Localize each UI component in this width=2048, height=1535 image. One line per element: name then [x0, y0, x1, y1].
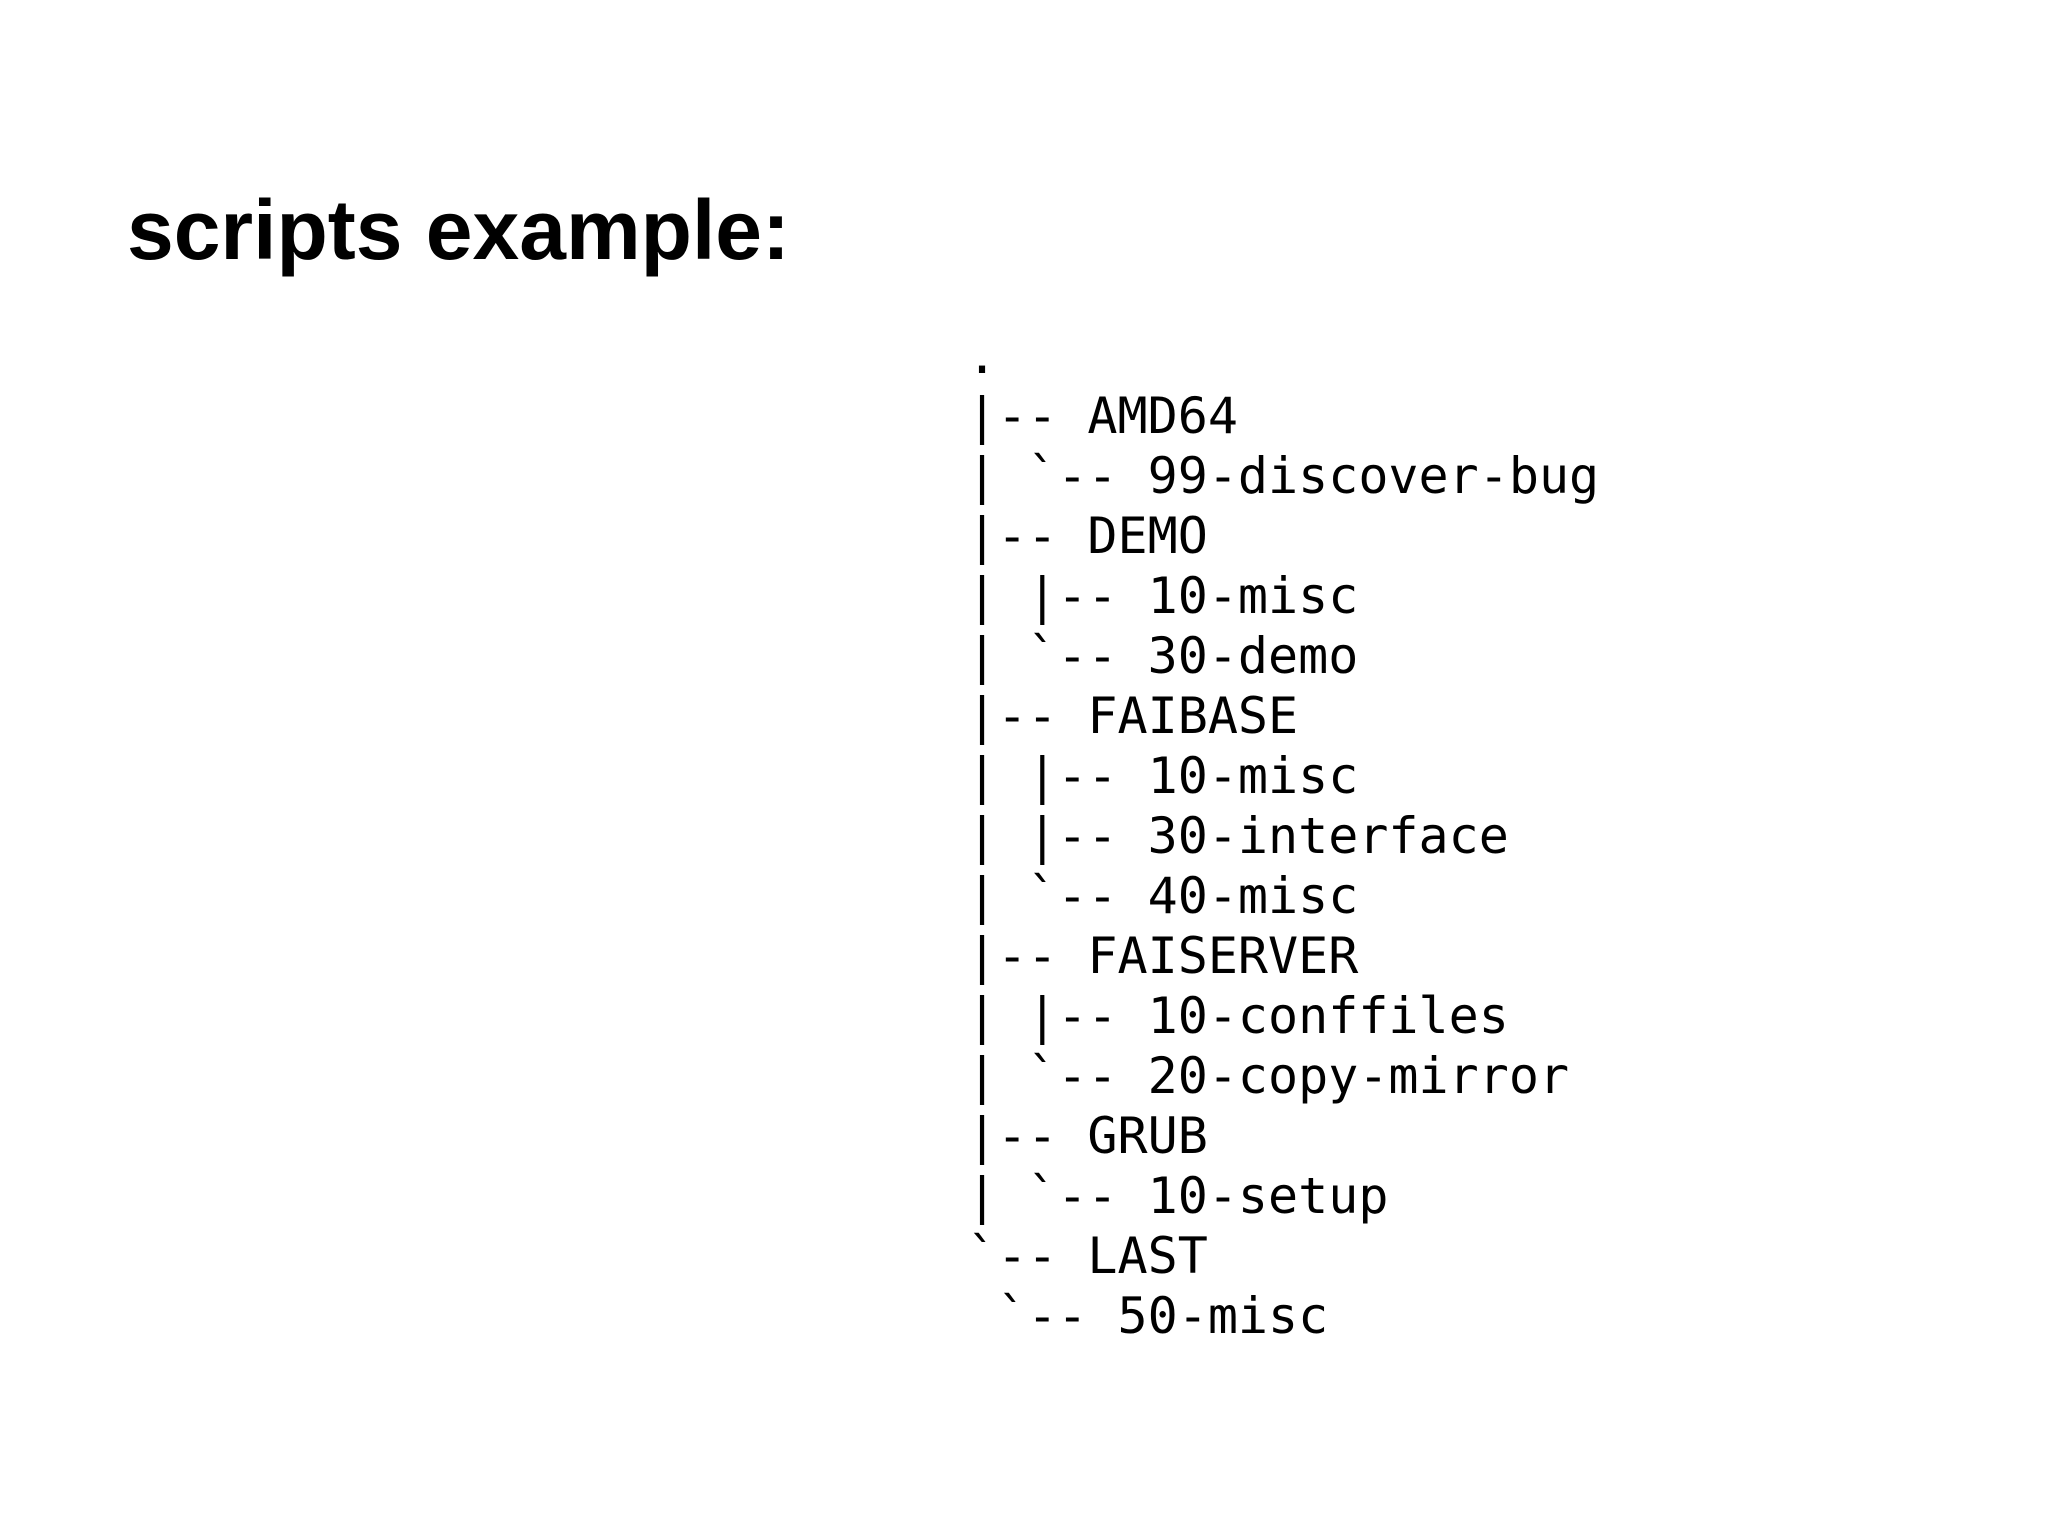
tree-line: | `-- 10-setup — [967, 1167, 1389, 1225]
tree-line: `-- LAST — [967, 1227, 1208, 1285]
tree-line: . — [967, 327, 998, 385]
directory-tree: .|-- AMD64| `-- 99-discover-bug|-- DEMO|… — [967, 326, 1599, 1346]
tree-line: `-- 50-misc — [967, 1287, 1329, 1345]
tree-line: |-- FAIBASE — [967, 687, 1299, 745]
tree-line: | |-- 10-misc — [967, 567, 1359, 625]
tree-line: |-- DEMO — [967, 507, 1208, 565]
tree-line: |-- AMD64 — [967, 387, 1238, 445]
tree-line: | |-- 10-misc — [967, 747, 1359, 805]
tree-line: | `-- 20-copy-mirror — [967, 1047, 1570, 1105]
tree-line: |-- FAISERVER — [967, 927, 1359, 985]
tree-line: | `-- 30-demo — [967, 627, 1359, 685]
tree-line: | `-- 99-discover-bug — [967, 447, 1600, 505]
slide-title: scripts example: — [127, 183, 790, 277]
tree-line: | `-- 40-misc — [967, 867, 1359, 925]
tree-line: | |-- 10-conffiles — [967, 987, 1509, 1045]
tree-line: | |-- 30-interface — [967, 807, 1509, 865]
tree-line: |-- GRUB — [967, 1107, 1208, 1165]
